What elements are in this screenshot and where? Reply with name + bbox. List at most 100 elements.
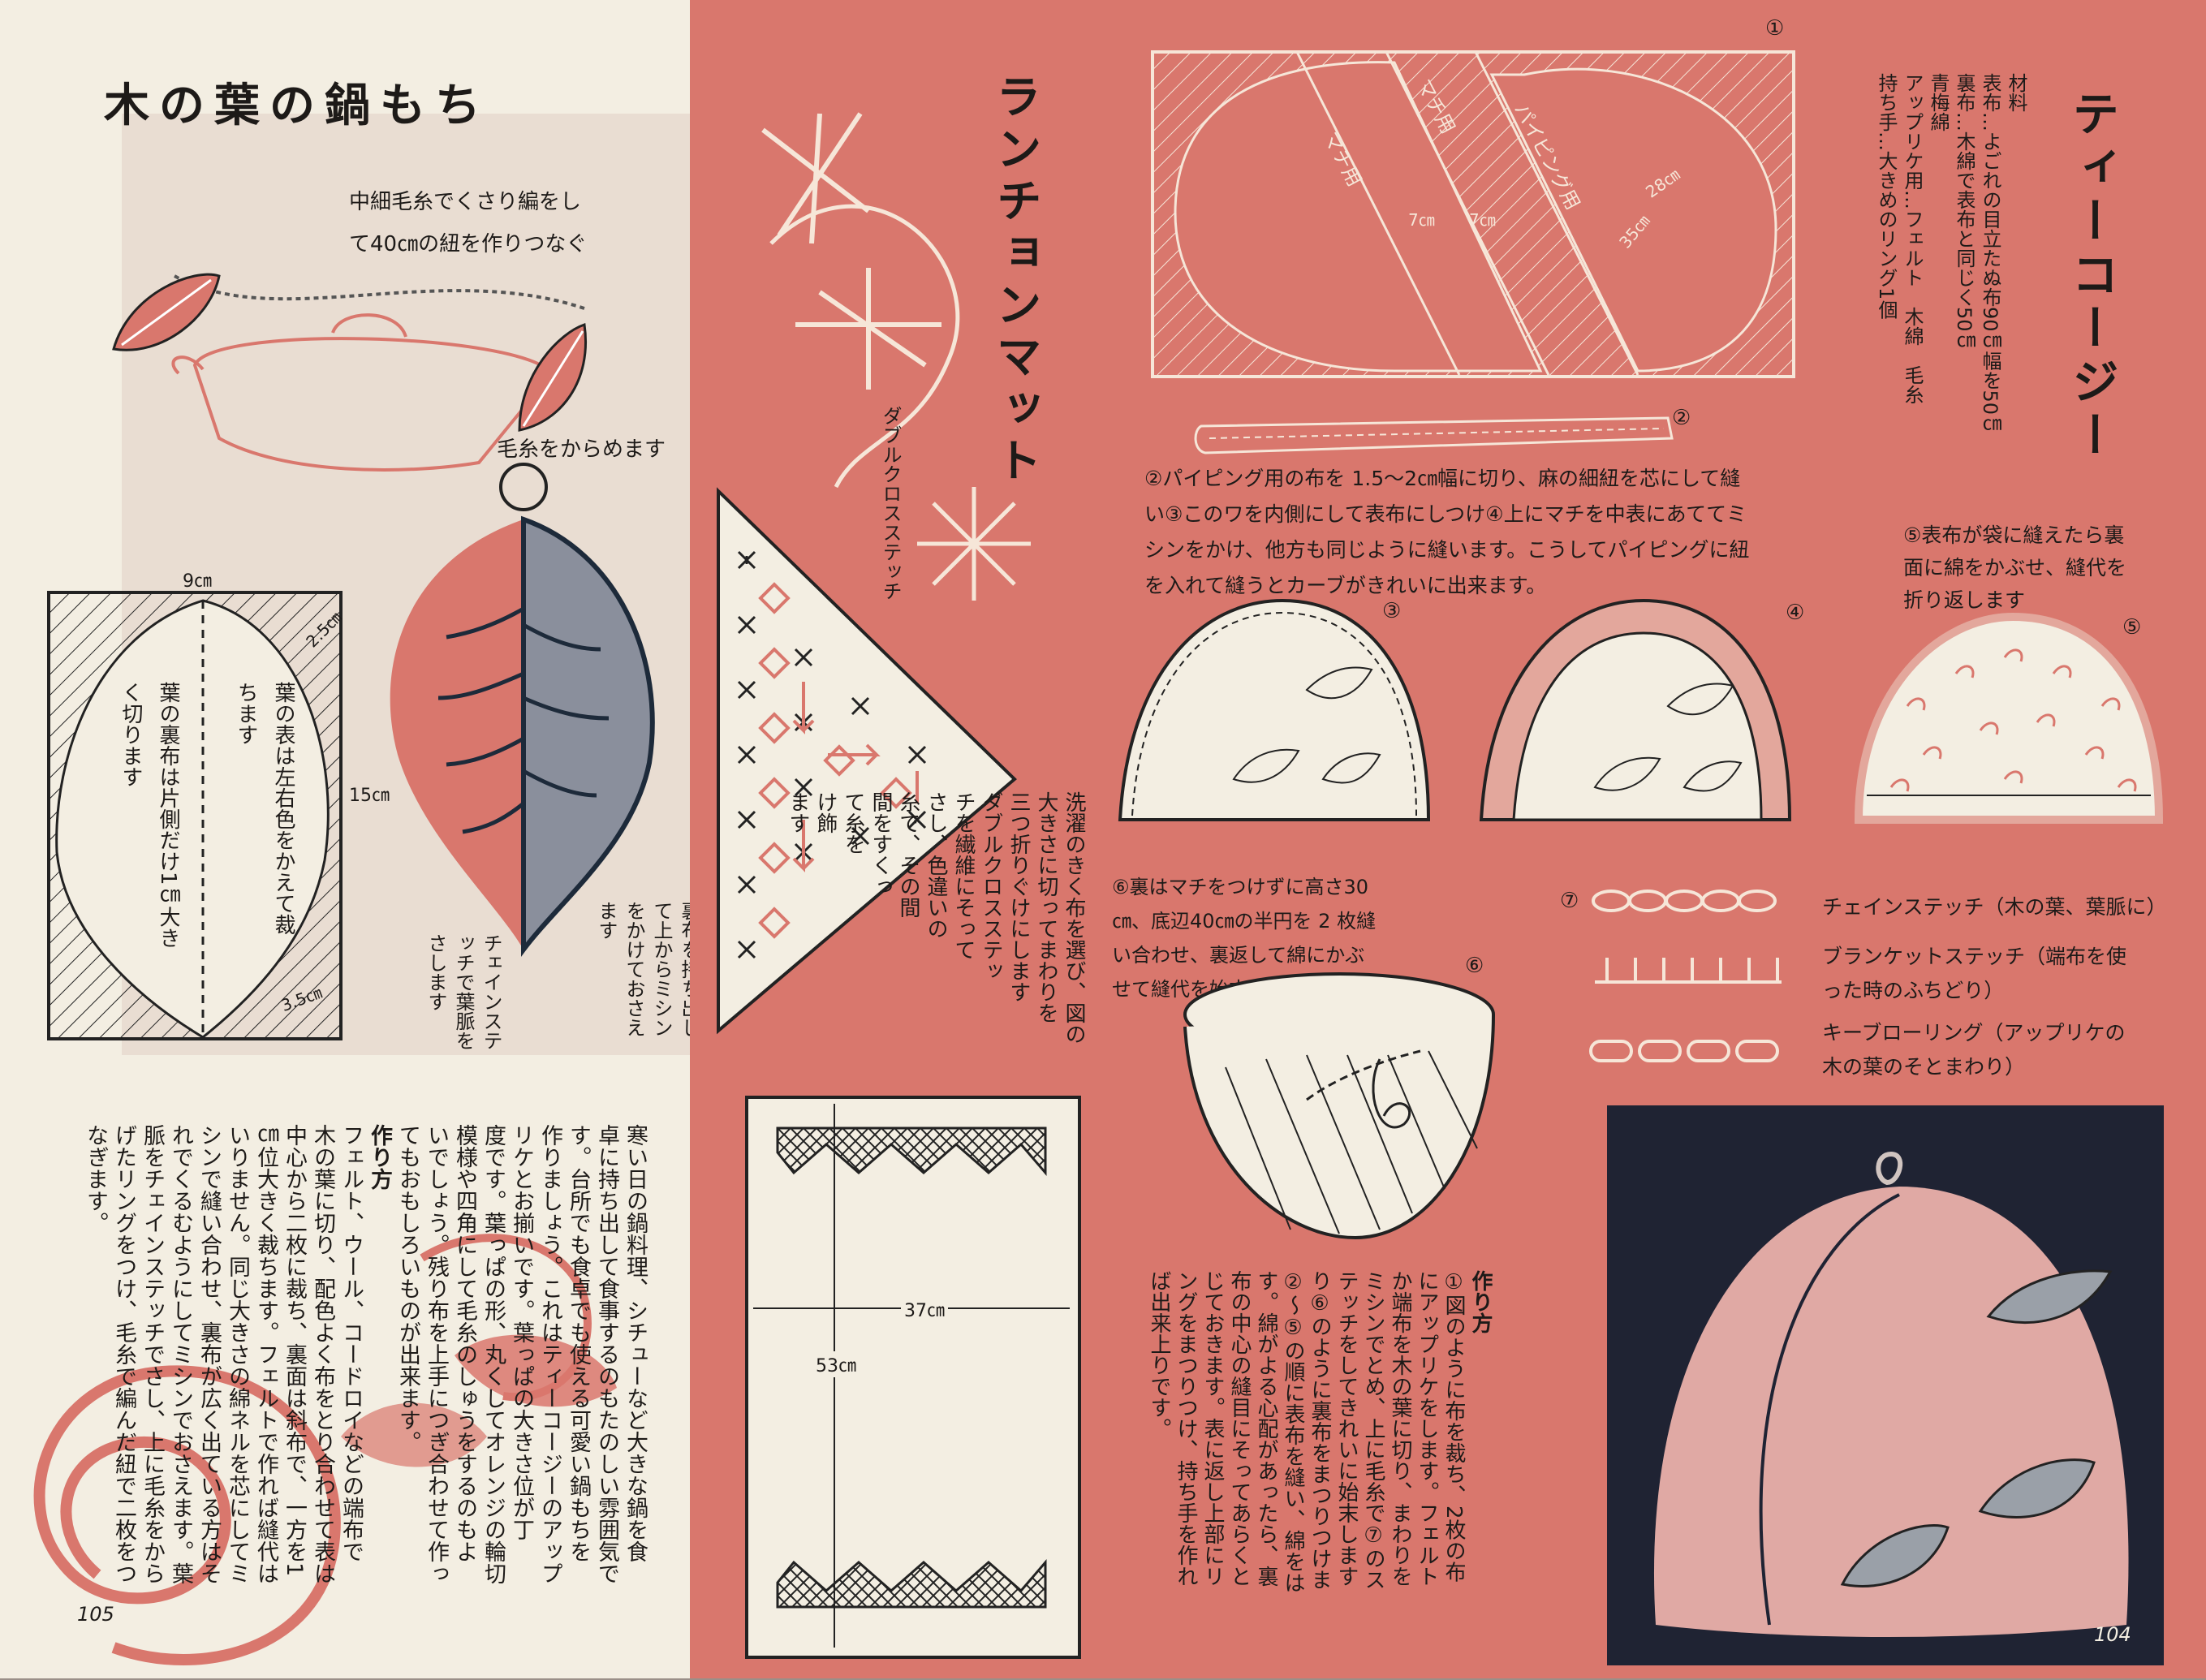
diag1-dim-0: 7㎝ [1408,210,1435,230]
mat-text-col: さし、色違いの [924,791,948,939]
body-col: 脈をチェインステッチでさし、上に毛糸をから [140,1124,165,1584]
body-col: 寒い日の鍋料理、シチューなど大きな鍋を食 [623,1124,648,1562]
mat-text-col: て糸を [841,791,865,855]
body-col: れでくるむようにしてミシンでおさえます。葉 [168,1124,193,1584]
materials-item: 裏布…木綿で表布と同じく50㎝ [1953,73,1975,351]
star-stitch-icon [917,487,1031,601]
step6-line: い合わせ、裏返して綿にかぶ [1112,944,1365,967]
step2-line: シンをかけ、他方も同じように縫います。こうしてパイピングに紐 [1144,538,1750,562]
method-heading: 作り方 [1468,1270,1493,1333]
mat-dim-width: 37㎝ [901,1296,948,1322]
body-col: いでしょう。残り布を上手につぎ合わせて作っ [424,1124,449,1584]
step5-line: 面に綿をかぶせ、縫代を [1903,556,2127,579]
body-col: てもおもしろいものが出来ます。 [395,1124,420,1453]
pattern-dim-height: 15㎝ [349,786,390,806]
big-leaf-illustration [390,463,655,957]
body-col: ㎝位大きく裁ちます。フェルトで作れば縫代は [253,1124,278,1584]
step2-line: い③このワを内側にして表布にしつけ④上にマチを中表にあててミ [1144,502,1747,526]
step5-text: ⑤表布が袋に縫えたら裏 面に綿をかぶせ、縫代を 折り返します [1903,519,2126,617]
stitch-label: ダブルクロスステッチ [879,406,902,601]
num4: ④ [1786,601,1805,625]
body-col: 作りましょう。これはティーコージーのアップ [537,1124,562,1584]
step6-line: ⑥裏はマチをつけずに高さ30 [1112,876,1369,898]
diag1-number: ① [1765,16,1785,41]
method-col: 布の中心の縫目にそってあらくと [1227,1270,1252,1587]
body-col: いりません。同じ大きさの綿ネルを芯にしてミ [225,1124,250,1584]
body-col: なぎます。 [83,1124,108,1234]
method-col: す。綿がよる心配があったら、裏 [1254,1270,1278,1587]
materials-list: 材料 表布…よごれの目立たぬ布90㎝幅を50㎝ 裏布…木綿で表布と同じく50㎝ … [1867,73,2029,495]
note-chainstitch: チェインステッチで葉脈をさします [424,933,502,1050]
mat-diagram [745,1096,1081,1659]
stitch-keyboring-label: キーブローリング（アップリケの 木の葉のそとまわり） [1822,1016,2126,1084]
spiral-decoration [33,1234,617,1665]
lining-bowl-diagram [1183,972,1495,1240]
num5: ⑤ [2122,615,2142,640]
mat-title: ランチョンマット [989,73,1041,489]
diag2-number: ② [1672,406,1691,430]
stitch-chain-label: チェインステッチ（木の葉、葉脈に） [1822,895,2167,919]
num7: ⑦ [1560,889,1579,913]
chain-stitch-sample [1592,890,1777,912]
method-col: テッチをしてきれいに始末します [1334,1270,1359,1587]
mat-dim-height: 53㎝ [816,1351,856,1377]
body-col: リケとお揃いです。葉っぱの大きさ位が丁 [509,1124,534,1540]
stitch-blanket-line: ブランケットステッチ（端布を使 [1822,945,2127,968]
mat-text-col: 大きさに切ってまわりを [1034,791,1058,1023]
mat-text-col: け飾 [813,791,838,834]
num6: ⑥ [1465,954,1484,978]
mat-text: 洗濯のきく布を選び、図の 大きさに切ってまわりを 三つ折りぐけにします ダブルク… [747,791,1088,1100]
stitch-blanket-label: ブランケットステッチ（端布を使 った時のふちどり） [1822,940,2126,1008]
body-col: 模様や四角にして毛糸のしゅうをするのもよ [452,1124,477,1562]
materials-item: 表布…よごれの目立たぬ布90㎝幅を50㎝ [1979,73,2001,435]
dome-step5 [1854,612,2164,824]
diag1-dim-1: 7㎝ [1469,210,1496,230]
stitch-blanket-line: った時のふちどり） [1822,979,2005,1002]
num3: ③ [1382,599,1402,623]
body-col: フェルト、ウール、コードロイなどの端布で [338,1124,364,1562]
note-chain-1: 中細毛糸でくさり編をし [349,190,582,214]
method-col: か端布を木の葉に切り、まわりを [1388,1270,1412,1587]
body-col: げたリングをつけ、毛糸で編んだ紐で二枚をつ [111,1124,136,1584]
body-col-heading: 作り方 [367,1124,392,1190]
method-col: り⑥のように裏布をまつりつけま [1308,1270,1332,1590]
pattern-note-1: 葉の表は左右色をかえて裁ちます [234,682,295,935]
step2-line: を入れて縫うとカーブがきれいに出来ます。 [1144,574,1547,597]
note-wrap: 毛糸をからめます [497,437,666,462]
method-col: じておきます。表に返し上部にリ [1200,1270,1225,1587]
right-page-number: 104 [2094,1623,2131,1646]
step2-line: ②パイピング用の布を 1.5～2㎝幅に切り、麻の細紐を芯にして縫 [1144,467,1741,490]
mat-text-col: 糸で、その間 [896,791,920,918]
mat-text-col: 間をすくっ [868,791,893,897]
left-body-text: 寒い日の鍋料理、シチューなど大きな鍋を食 卓に持ち出して食事するのもたのしい雰囲… [73,1124,649,1611]
body-col: シンで縫い合わせ、裏布が広く出ている方はそ [196,1124,222,1584]
stitch-keyboring-line: 木の葉のそとまわり） [1822,1055,2026,1079]
note-chain-2: て40㎝の紐を作りつなぐ [349,232,588,256]
left-title: 木の葉の鍋もち [104,80,490,132]
mat-text-col: ます [786,791,810,834]
body-col: す。台所でも食卓でも使える可愛い鍋もちを [566,1124,591,1562]
body-col: 木の葉に切り、配色よく布をとり合わせて表は [310,1124,335,1584]
dome-step4 [1479,598,1792,821]
method-col: ば出来上りです。 [1147,1270,1171,1439]
materials-item: 持ち手…大きめのリング1個 [1875,73,1898,320]
finished-teacozy-photo: 104 [1607,1105,2164,1665]
stitch-keyboring-line: キーブローリング（アップリケの [1822,1021,2126,1045]
method-col: ①図のように布を裁ち、2枚の布 [1441,1270,1466,1583]
teacozy-illustration [1653,1151,2129,1637]
body-col: 中心から二枚に裁ち、裏面は斜布で、一方を1 [282,1124,307,1577]
teacozy-method-text: 作り方 ①図のように布を裁ち、2枚の布 にアップリケをします。フェルト か端布を… [1147,1270,1493,1643]
mat-text-col: ダブルクロスステッ [979,791,1003,981]
materials-heading: 材料 [2005,73,2027,112]
materials-item: 青梅綿 [1927,73,1950,131]
stitch-sketch [761,112,960,489]
leaf-pattern-diagram [47,591,343,1040]
method-col: ングをまつりつけ、持ち手を作れ [1174,1270,1198,1587]
blanket-stitch-sample [1595,958,1782,984]
pot-illustration [112,273,587,472]
pattern-dim-width: 9㎝ [183,571,212,592]
double-cross-stitch-diagram [717,487,1017,1035]
step5-line: ⑤表布が袋に縫えたら裏 [1903,523,2125,547]
body-col: 卓に持ち出して食事するのもたのしい雰囲気で [594,1124,619,1584]
mat-text-col: チを繊維にそって [951,791,976,960]
